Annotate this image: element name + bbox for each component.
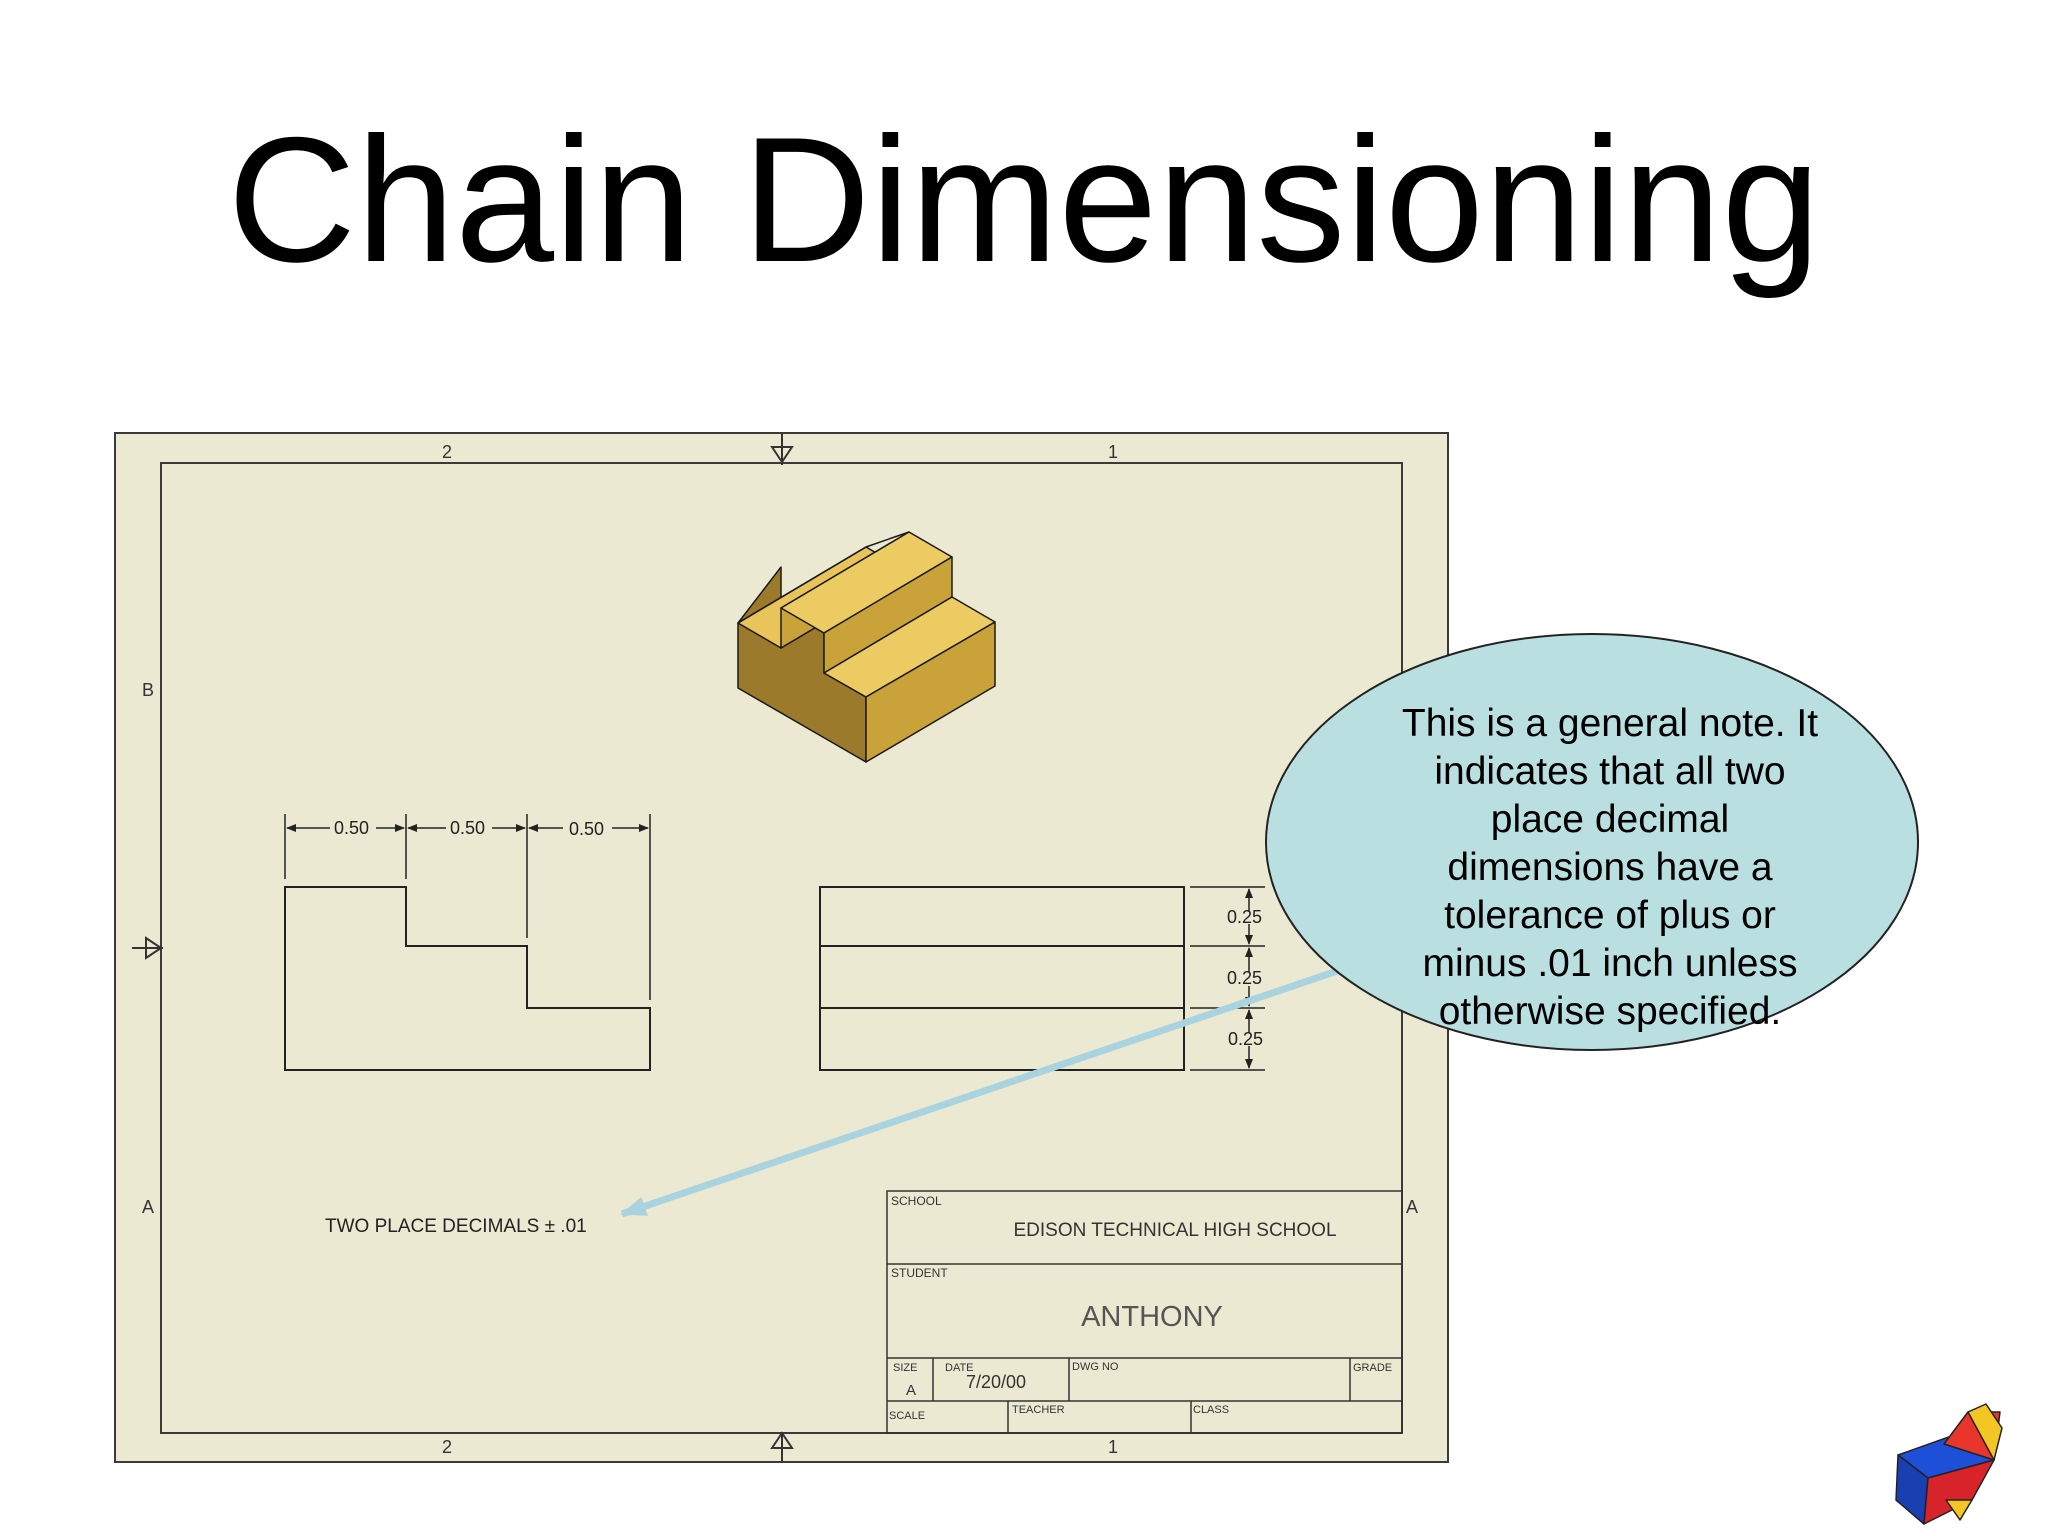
teacher-label: TEACHER	[1012, 1404, 1065, 1416]
callout-leader-arrow	[620, 966, 1342, 1218]
student-label: STUDENT	[891, 1266, 948, 1280]
grade-label: GRADE	[1353, 1362, 1392, 1374]
date-label: DATE	[945, 1362, 974, 1374]
zone-top-right: 1	[1108, 442, 1118, 462]
callout-line: indicates that all two	[1434, 750, 1786, 793]
zone-bottom-right: 1	[1108, 1437, 1118, 1457]
side-view	[819, 886, 1185, 1071]
callout-line: tolerance of plus or	[1444, 894, 1776, 937]
student-value: ANTHONY	[1081, 1301, 1223, 1333]
callout-line: place decimal	[1490, 798, 1730, 841]
callout-line: This is a general note. It	[1401, 702, 1819, 745]
front-view-dimension-lines	[284, 814, 651, 1000]
class-label: CLASS	[1193, 1404, 1229, 1416]
side-dim-3: 0.25	[1228, 1029, 1263, 1049]
zone-top-left: 2	[442, 442, 452, 462]
zone-side-a-left: A	[142, 1197, 154, 1217]
callout-line: minus .01 inch unless	[1422, 942, 1798, 985]
front-view	[284, 886, 651, 1071]
size-value: A	[906, 1382, 916, 1399]
title-block	[886, 1190, 1403, 1434]
isometric-stair-part	[737, 531, 996, 763]
zone-bottom-left: 2	[442, 1437, 452, 1457]
front-dim-2: 0.50	[450, 818, 485, 838]
centering-marks	[132, 433, 794, 1462]
school-label: SCHOOL	[891, 1194, 942, 1208]
callout-bubble	[1265, 633, 1919, 1051]
date-value: 7/20/00	[966, 1372, 1026, 1392]
callout-line: dimensions have a	[1447, 846, 1773, 889]
front-dim-3: 0.50	[569, 819, 604, 839]
scale-label: SCALE	[889, 1410, 925, 1422]
callout-text: This is a general note. It indicates tha…	[1330, 700, 1890, 1036]
publisher-logo-icon	[1895, 1403, 2003, 1525]
zone-side-a-right: A	[1406, 1197, 1418, 1217]
size-label: SIZE	[893, 1362, 917, 1374]
school-value: EDISON TECHNICAL HIGH SCHOOL	[1013, 1220, 1336, 1241]
zone-side-b: B	[142, 680, 154, 700]
side-view-dimension-lines	[1190, 886, 1265, 1071]
slide-title: Chain Dimensioning	[227, 100, 1821, 299]
side-dim-2: 0.25	[1227, 968, 1262, 988]
front-dim-1: 0.50	[334, 818, 369, 838]
side-dim-1: 0.25	[1227, 907, 1262, 927]
callout-line: otherwise specified.	[1438, 990, 1782, 1033]
dwg-no-label: DWG NO	[1072, 1361, 1119, 1373]
general-note: TWO PLACE DECIMALS ± .01	[325, 1216, 587, 1237]
